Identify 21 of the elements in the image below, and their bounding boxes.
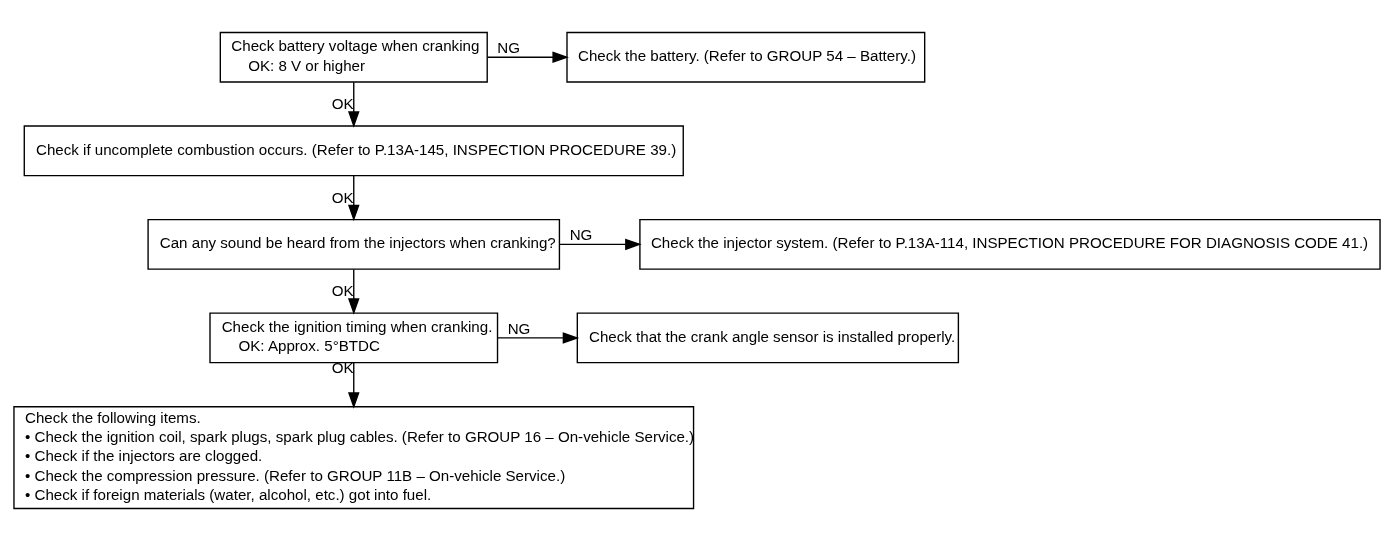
arrow [347, 268, 360, 315]
arrow [347, 81, 360, 128]
edge-label: OK [331, 94, 354, 112]
edge-label: OK [331, 188, 354, 206]
arrow [347, 361, 360, 409]
arrow [486, 50, 569, 63]
edge-label: NG [569, 225, 593, 243]
node-box: Check the battery. (Refer to GROUP 54 – Battery.) [566, 31, 926, 83]
node-box: Check the injector system. (Refer to P.13A-114, INSPECTION PROCEDURE FOR DIAGNOSIS CODE 41.) [639, 218, 1381, 270]
edge-label: OK [331, 281, 354, 299]
edge-label: NG [497, 38, 520, 56]
arrow [347, 174, 360, 221]
node-box: Can any sound be heard from the injectors when cranking? [147, 218, 561, 270]
arrow [497, 331, 580, 344]
node-box: Check that the crank angle sensor is installed properly. [576, 311, 960, 363]
node-box: Check the ignition timing when cranking. OK: Approx. 5°BTDC [209, 311, 499, 363]
node-box: Check the following items. • Check the ignition coil, spark plugs, spark plug cables. (Refer to GROUP 16 – On-vehicle Service.) • Check if the injectors are clogged. • Check the compression pressure. (Refer to GROUP 11B – On-vehicle Service.) • Check if foreign materials (water, alcohol, etc.) got into fuel. [13, 405, 695, 509]
node-box: Check if uncomplete combustion occurs. (Refer to P.13A-145, INSPECTION PROCEDURE 39.) [23, 124, 684, 176]
edge-label: NG [507, 319, 531, 337]
arrow [558, 238, 642, 250]
node-box: Check battery voltage when cranking OK: 8 V or higher [219, 31, 488, 83]
